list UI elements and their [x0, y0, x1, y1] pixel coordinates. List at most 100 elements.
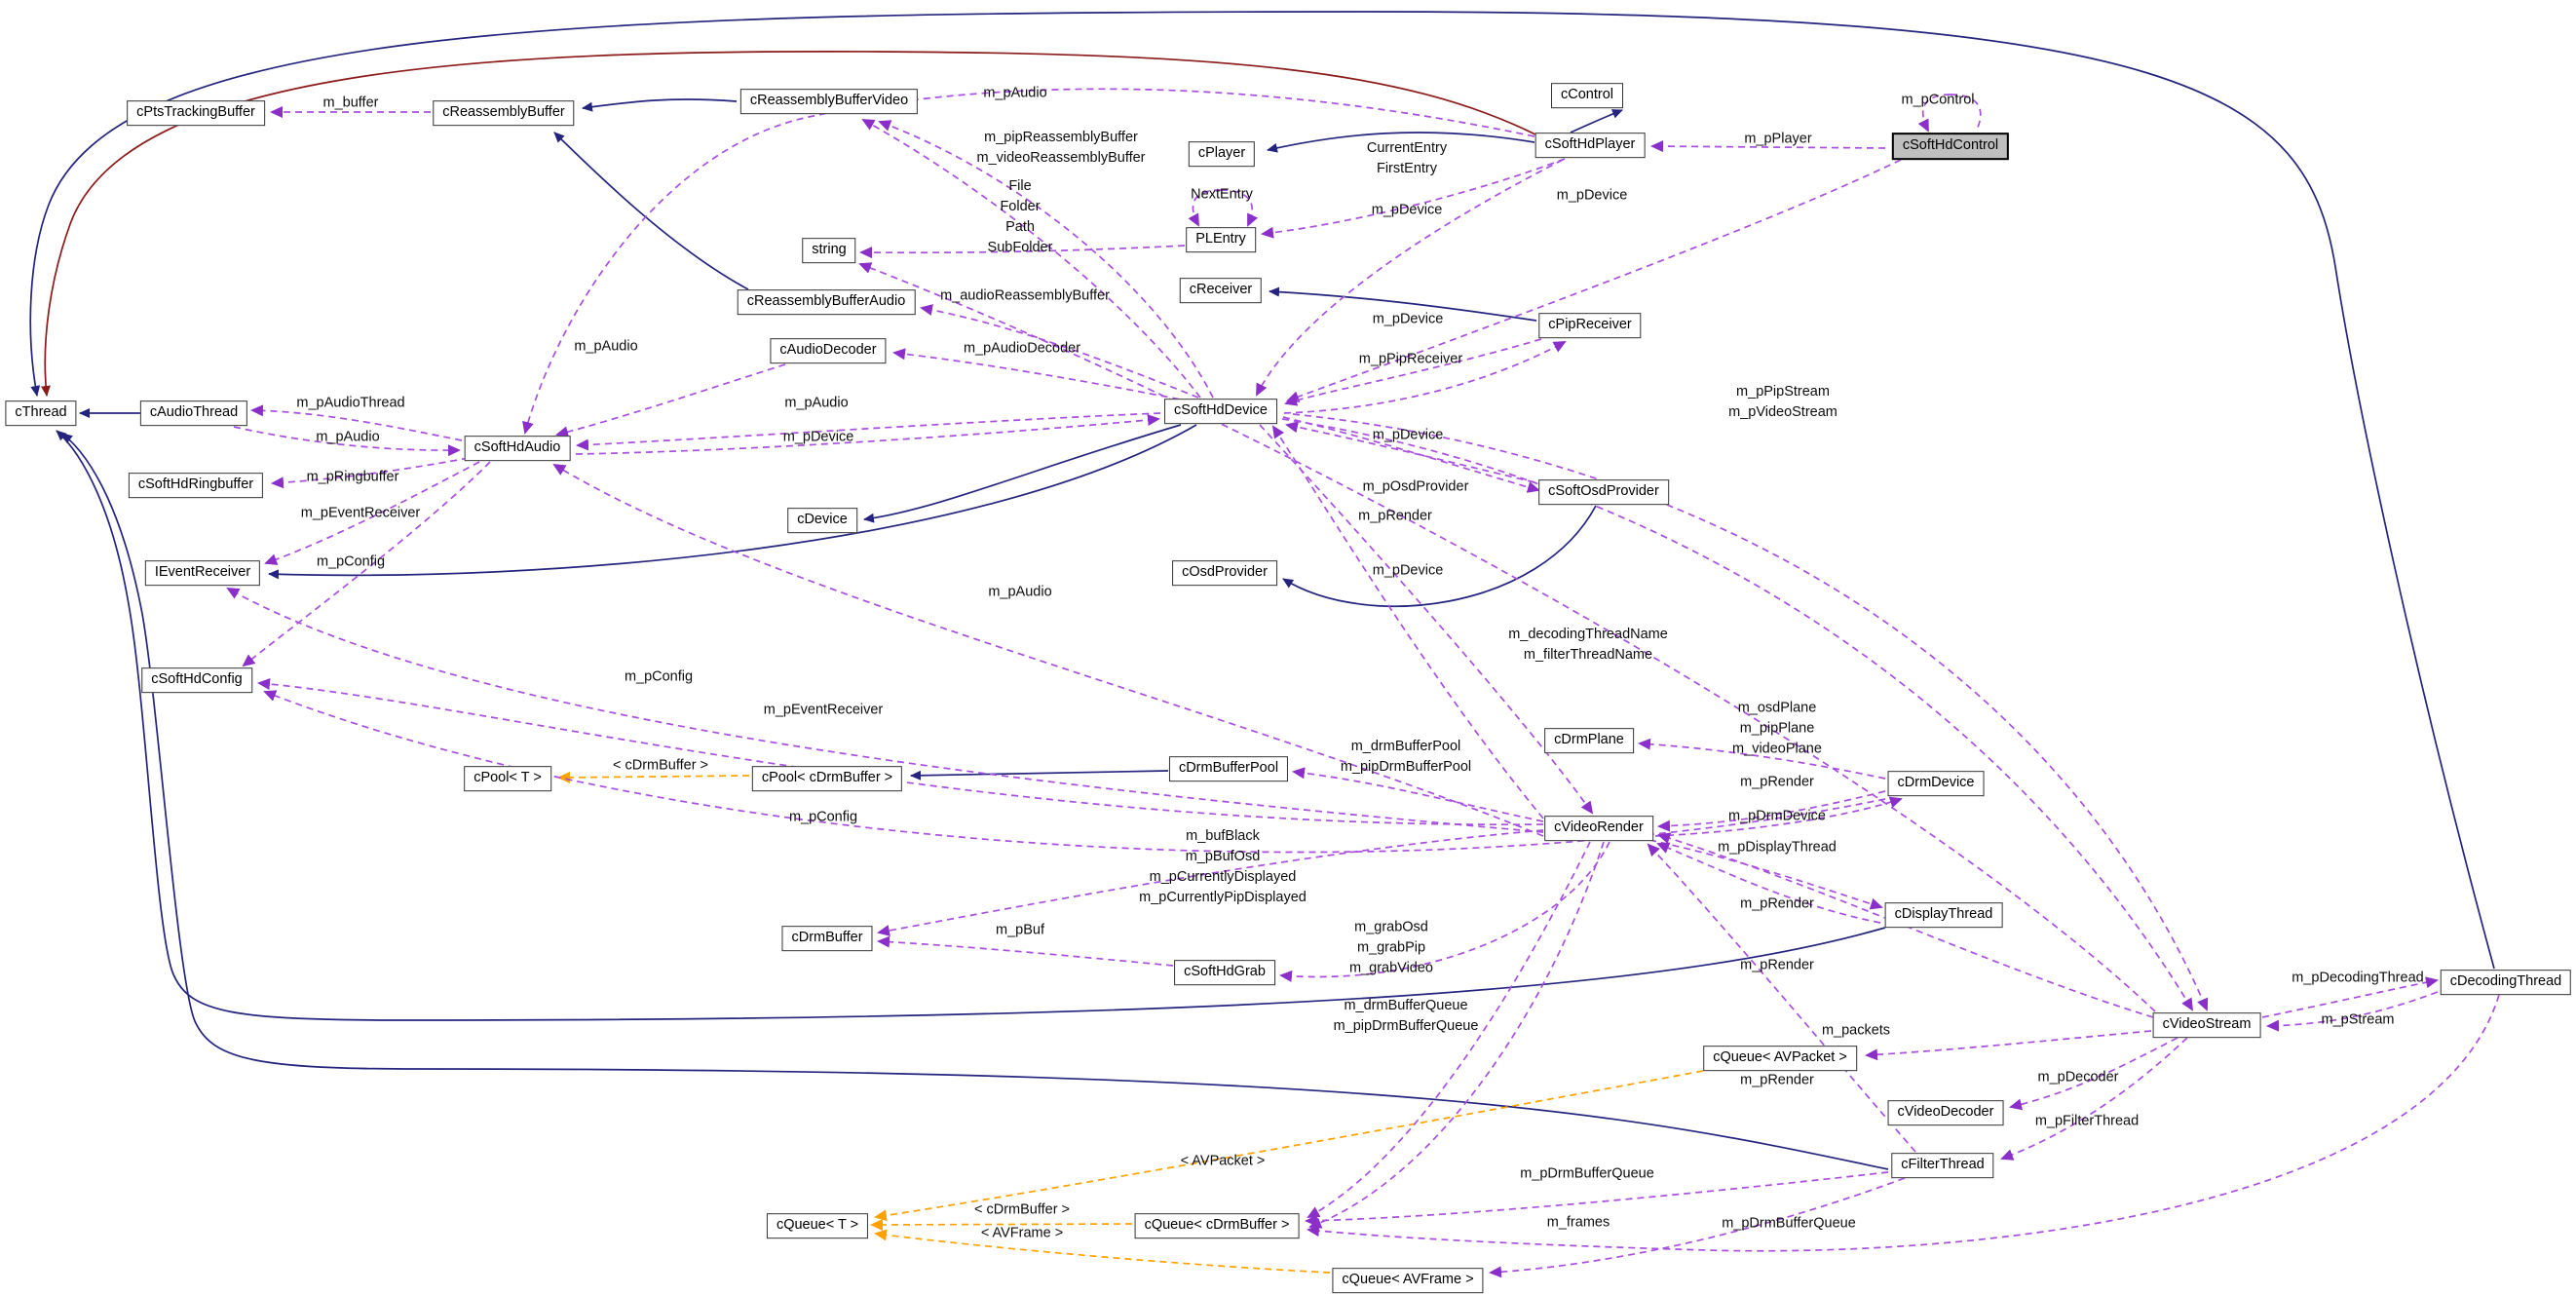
edge-label: m_pConfig [624, 668, 694, 685]
edge [1261, 158, 1566, 239]
edge-label: m_grabOsd m_grabPip m_grabVideo [1349, 919, 1433, 976]
edge-label: m_audioReassemblyBuffer [940, 287, 1110, 304]
class-node-cdisplaythread[interactable]: cDisplayThread [1884, 902, 2003, 928]
edge-label: m_pPipStream m_pVideoStream [1728, 383, 1837, 420]
edge-label: m_pAudio [983, 85, 1047, 101]
class-node-csofthdplayer[interactable]: cSoftHdPlayer [1534, 133, 1646, 158]
edge-label: m_pEventReceiver [763, 702, 884, 718]
class-node-cvideorender[interactable]: cVideoRender [1544, 816, 1653, 841]
usage-edges [226, 88, 2500, 1278]
class-node-cqueue-cdrmbuffer[interactable]: cQueue< cDrmBuffer > [1134, 1213, 1300, 1238]
edge [1865, 1030, 2152, 1061]
class-node-cdrmbufferpool[interactable]: cDrmBufferPool [1168, 756, 1289, 781]
class-node-cvideostream[interactable]: cVideoStream [2152, 1012, 2261, 1038]
class-node-cdrmbuffer[interactable]: cDrmBuffer [781, 926, 873, 951]
class-node-cdevice[interactable]: cDevice [787, 508, 857, 533]
edge-label: m_pRender [1740, 1072, 1814, 1088]
edge [910, 770, 1169, 781]
edge [874, 1229, 1331, 1274]
class-node-cqueue-avpacket[interactable]: cQueue< AVPacket > [1703, 1046, 1857, 1071]
inheritance-edges [29, 11, 2495, 1170]
edge [1281, 418, 2194, 1011]
edge-label: < AVFrame > [980, 1225, 1064, 1241]
edge-label: m_pConfig [316, 553, 386, 570]
edge [233, 426, 461, 457]
class-node-cfilterthread[interactable]: cFilterThread [1891, 1153, 1994, 1178]
edge-label: m_pEventReceiver [300, 505, 421, 521]
edge [553, 132, 749, 290]
edge-label: m_pControl [1901, 92, 1975, 108]
edge-label: m_pDevice [1372, 562, 1444, 579]
class-node-creceiver[interactable]: cReceiver [1179, 278, 1263, 303]
edge-label: m_pDevice [1372, 311, 1444, 327]
edge [242, 461, 491, 667]
edge-label: m_buffer [322, 95, 379, 111]
class-node-cdrmdevice[interactable]: cDrmDevice [1887, 771, 1985, 796]
edge-label: m_pRender [1740, 774, 1814, 790]
class-node-csofthddevice[interactable]: cSoftHdDevice [1164, 399, 1277, 424]
class-node-csofthdconfig[interactable]: cSoftHdConfig [141, 667, 252, 693]
edge-label: m_packets [1821, 1022, 1891, 1039]
class-node-csofthdcontrol[interactable]: cSoftHdControl [1891, 133, 2010, 160]
class-node-caudiothread[interactable]: cAudioThread [139, 400, 248, 426]
class-node-creassemblybufferaudio[interactable]: cReassemblyBufferAudio [737, 289, 916, 315]
edge [1917, 94, 1951, 133]
edge [1950, 94, 1982, 131]
edge [263, 690, 1886, 854]
edge [250, 404, 463, 441]
class-node-string[interactable]: string [802, 238, 856, 263]
class-node-cosdprovider[interactable]: cOsdProvider [1172, 560, 1277, 586]
edge-label: m_pDrmBufferQueue [1722, 1215, 1856, 1232]
edge [2266, 991, 2439, 1032]
class-node-cthread[interactable]: cThread [5, 400, 77, 426]
edge [40, 51, 1538, 397]
edge [1286, 159, 1902, 402]
edge [874, 1070, 1704, 1222]
class-node-caudiodecoder[interactable]: cAudioDecoder [770, 338, 887, 363]
class-node-cplayer[interactable]: cPlayer [1188, 141, 1256, 167]
class-node-cdrmplane[interactable]: cDrmPlane [1544, 728, 1634, 753]
edge-label: m_pBuf [996, 922, 1044, 938]
class-node-plentry[interactable]: PLEntry [1186, 227, 1256, 252]
edge-label: < AVPacket > [1180, 1153, 1266, 1169]
class-node-cdecodingthread[interactable]: cDecodingThread [2440, 970, 2572, 995]
class-node-cpool-cdrmbuffer[interactable]: cPool< cDrmBuffer > [751, 766, 903, 791]
edge [1489, 1177, 1906, 1278]
edge [1271, 425, 1544, 819]
class-node-csoftosdprovider[interactable]: cSoftOsdProvider [1538, 479, 1669, 505]
edge [1267, 132, 1535, 153]
edge [858, 262, 2156, 1012]
edge-label: m_pConfig [788, 809, 858, 825]
class-node-csofthdgrab[interactable]: cSoftHdGrab [1174, 960, 1275, 985]
edge-label: m_pDrmDevice [1728, 808, 1826, 824]
edge-label: m_pDevice [1372, 427, 1444, 443]
class-node-ieventreceiver[interactable]: IEventReceiver [144, 560, 261, 586]
private-inheritance-edge [40, 51, 1538, 397]
class-node-cqueue-t[interactable]: cQueue< T > [766, 1213, 869, 1238]
class-node-cvideodecoder[interactable]: cVideoDecoder [1887, 1100, 2004, 1125]
edge-label: m_pDrmBufferQueue [1520, 1165, 1654, 1182]
edge [552, 463, 1544, 837]
class-node-cqueue-avframe[interactable]: cQueue< AVFrame > [1332, 1268, 1484, 1293]
class-node-cptstrackingbuffer[interactable]: cPtsTrackingBuffer [127, 100, 265, 126]
edge [1279, 841, 1610, 982]
edge [892, 348, 1192, 402]
class-node-ccontrol[interactable]: cControl [1551, 83, 1623, 108]
edge-label: m_osdPlane m_pipPlane m_videoPlane [1732, 700, 1822, 757]
class-node-csofthdringbuffer[interactable]: cSoftHdRingbuffer [128, 473, 264, 498]
edge-label: m_pDisplayThread [1718, 839, 1837, 856]
edge [2261, 976, 2439, 1018]
edge [1648, 839, 1883, 910]
class-node-creassemblybuffervideo[interactable]: cReassemblyBufferVideo [739, 89, 919, 114]
class-node-cpipreceiver[interactable]: cPipReceiver [1538, 313, 1642, 338]
edge [575, 414, 1160, 455]
edge-label: m_pDecodingThread [2292, 970, 2424, 986]
edge [1654, 796, 1903, 837]
class-node-csofthdaudio[interactable]: cSoftHdAudio [464, 436, 571, 461]
edge-label: < cDrmBuffer > [612, 757, 709, 774]
edge [56, 430, 1886, 1021]
edge [1282, 505, 1597, 607]
class-node-cpool-t[interactable]: cPool< T > [464, 766, 551, 791]
class-node-creassemblybuffer[interactable]: cReassemblyBuffer [433, 100, 575, 126]
